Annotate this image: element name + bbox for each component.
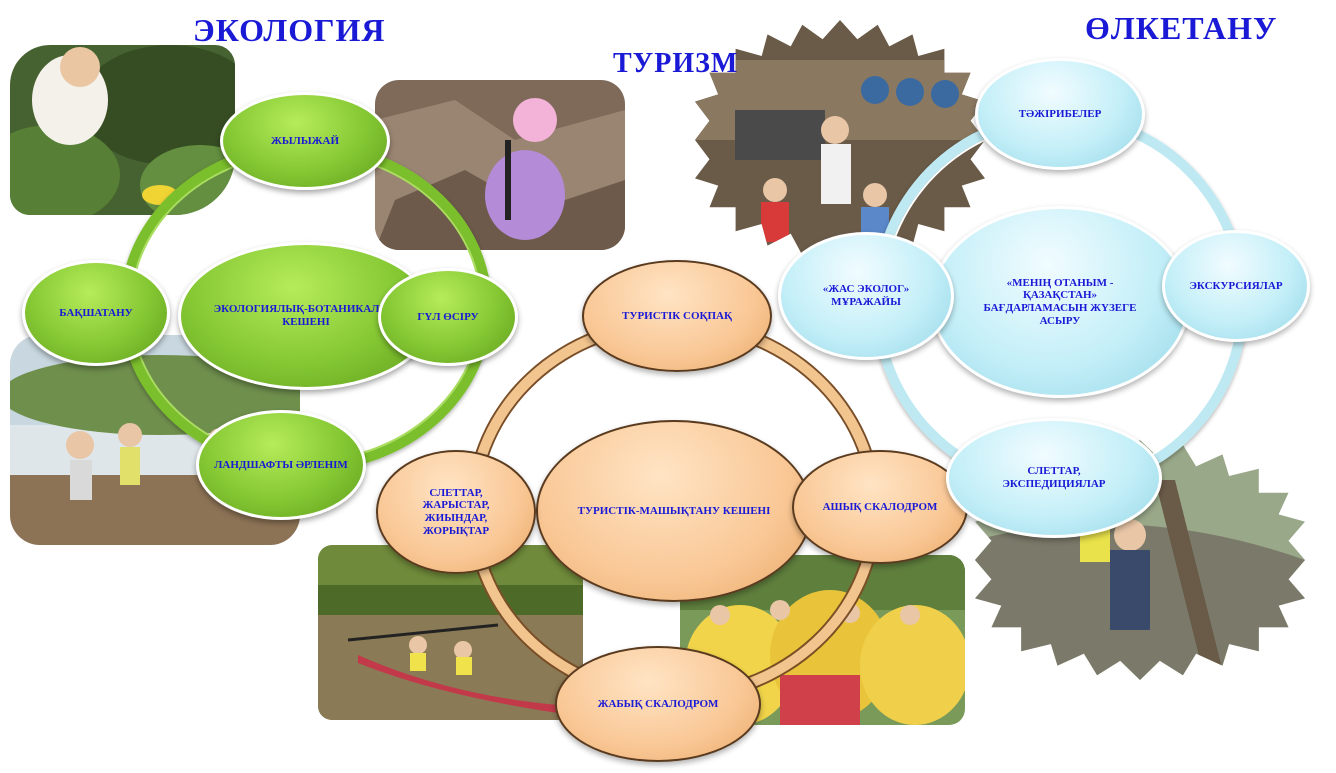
- local-history-node-excursions: ЭКСКУРСИЯЛАР: [1162, 230, 1310, 342]
- local-history-node-experiments: ТӘЖІРИБЕЛЕР: [975, 58, 1145, 170]
- museum-photo: [695, 20, 985, 260]
- tourism-node-rallies: СЛЕТТАР, ЖАРЫСТАР, ЖИЫНДАР, ЖОРЫҚТАР: [376, 450, 536, 574]
- tourism-heading: ТУРИЗМ: [613, 48, 739, 79]
- ecology-center: ЭКОЛОГИЯЛЫҚ-БОТАНИКАЛЫҚ КЕШЕНІ: [178, 242, 434, 390]
- tourism-center: ТУРИСТІК-МАШЫҚТАНУ КЕШЕНІ: [536, 420, 812, 602]
- local-history-heading: ӨЛКЕТАНУ: [1085, 10, 1278, 46]
- tourism-node-outdoor-wall: АШЫҚ СКАЛОДРОМ: [792, 450, 968, 564]
- tourism-node-trail: ТУРИСТІК СОҚПАҚ: [582, 260, 772, 372]
- tourism-node-indoor-wall: ЖАБЫҚ СКАЛОДРОМ: [555, 646, 761, 762]
- local-history-node-expeditions: СЛЕТТАР, ЭКСПЕДИЦИЯЛАР: [946, 418, 1162, 538]
- ecology-node-gardening: БАҚШАТАНУ: [22, 260, 170, 366]
- ecology-heading: ЭКОЛОГИЯ: [193, 12, 386, 48]
- ecology-node-floriculture: ГҮЛ ӨСІРУ: [378, 268, 518, 366]
- local-history-center: «МЕНІҢ ОТАНЫМ - ҚАЗАҚСТАН» БАҒДАРЛАМАСЫН…: [930, 206, 1190, 398]
- greenhouse-photo: [10, 45, 235, 215]
- local-history-node-museum: «ЖАС ЭКОЛОГ» МҰРАЖАЙЫ: [778, 232, 954, 360]
- ecology-node-greenhouse: ЖЫЛЫЖАЙ: [220, 92, 390, 190]
- ecology-node-landscaping: ЛАНДШАФТЫ ӘРЛЕНІМ: [196, 410, 366, 520]
